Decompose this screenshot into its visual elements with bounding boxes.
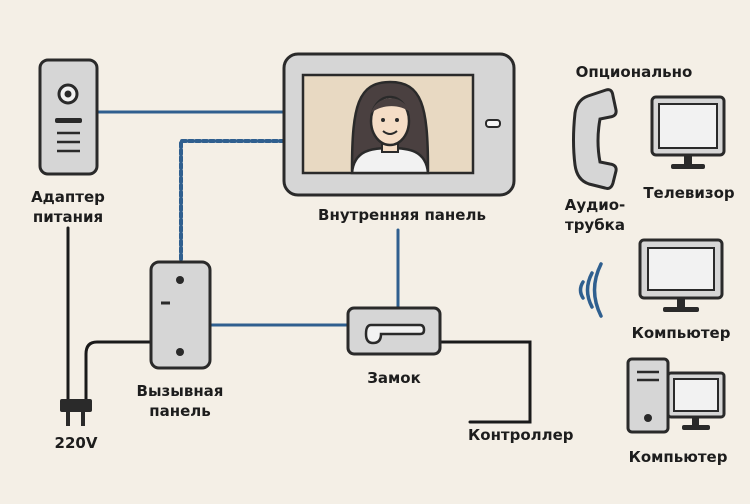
- wire-panel-to-callpanel-dashed: [179, 139, 286, 264]
- label-optional: Опционально: [576, 63, 693, 81]
- wireless-icon: [578, 262, 603, 318]
- label-computer-2: Компьютер: [629, 448, 728, 466]
- indoor-monitor-icon: [282, 52, 516, 197]
- label-voltage: 220V: [55, 434, 98, 452]
- label-computer-1: Компьютер: [632, 324, 731, 342]
- label-call-panel-1: Вызывная: [137, 382, 224, 400]
- label-tv: Телевизор: [643, 184, 735, 202]
- power-adapter-icon: [38, 58, 99, 176]
- person-on-screen: [350, 80, 430, 175]
- label-handset-2: трубка: [565, 216, 625, 234]
- lock-icon: [346, 306, 442, 356]
- label-handset-1: Аудио-: [565, 196, 626, 214]
- label-power-adapter-1: Адаптер: [31, 188, 105, 206]
- wire-callpanel-to-plug: [84, 340, 156, 402]
- label-indoor-panel: Внутренняя панель: [318, 206, 486, 224]
- wires: [66, 110, 532, 424]
- plug-icon: [60, 399, 92, 426]
- call-panel-icon: [149, 260, 212, 370]
- tv-icon: [650, 95, 726, 169]
- monitor-icon: [638, 238, 724, 312]
- label-call-panel-2: панель: [149, 402, 211, 420]
- wire-lock-to-controller: [438, 340, 532, 424]
- label-controller: Контроллер: [468, 426, 574, 444]
- label-lock: Замок: [367, 369, 421, 387]
- desktop-computer-icon: [626, 357, 726, 434]
- handset-icon: [572, 88, 618, 190]
- label-power-adapter-2: питания: [33, 208, 103, 226]
